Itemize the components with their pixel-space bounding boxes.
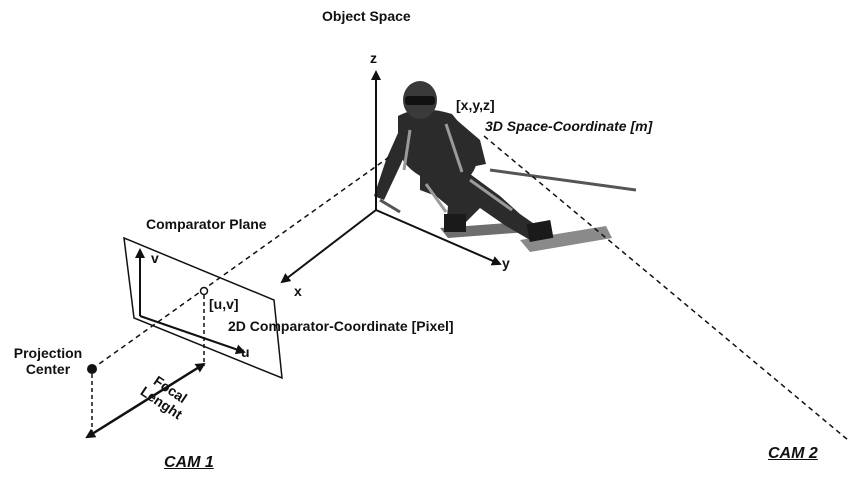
- comparator-coordinate-label: 2D Comparator-Coordinate [Pixel]: [228, 318, 454, 334]
- image-point-label: [u,v]: [209, 296, 239, 312]
- axis-z-label: z: [370, 50, 377, 66]
- ray-cam2-to-point: [483, 135, 849, 441]
- skier-figure-icon: [374, 81, 637, 252]
- projection-center-label-line2: Center: [25, 361, 71, 377]
- comparator-plane: [123, 236, 283, 380]
- object-space-title: Object Space: [322, 8, 411, 24]
- comparator-plane-label: Comparator Plane: [146, 216, 267, 232]
- axis-u-arrow: [139, 315, 246, 355]
- image-point-circle-icon: [199, 286, 209, 296]
- space-point-label: [x,y,z]: [456, 97, 495, 113]
- axis-v-label: v: [151, 250, 159, 266]
- axis-x-label: x: [294, 283, 302, 299]
- axis-y-arrow: [375, 209, 502, 266]
- projection-center-point-icon: [87, 364, 97, 374]
- axis-x-arrow: [280, 209, 377, 284]
- ray-cam1-to-point: [91, 154, 393, 370]
- projection-center-label: Projection Center: [8, 345, 88, 377]
- projection-center-label-line1: Projection: [13, 345, 83, 361]
- cam1-label: CAM 1: [164, 454, 214, 471]
- cam2-label: CAM 2: [768, 445, 818, 462]
- focal-length-arrow: [85, 362, 206, 439]
- axis-y-label: y: [502, 255, 510, 271]
- space-coordinate-label: 3D Space-Coordinate [m]: [485, 118, 653, 134]
- axis-u-label: u: [241, 344, 250, 360]
